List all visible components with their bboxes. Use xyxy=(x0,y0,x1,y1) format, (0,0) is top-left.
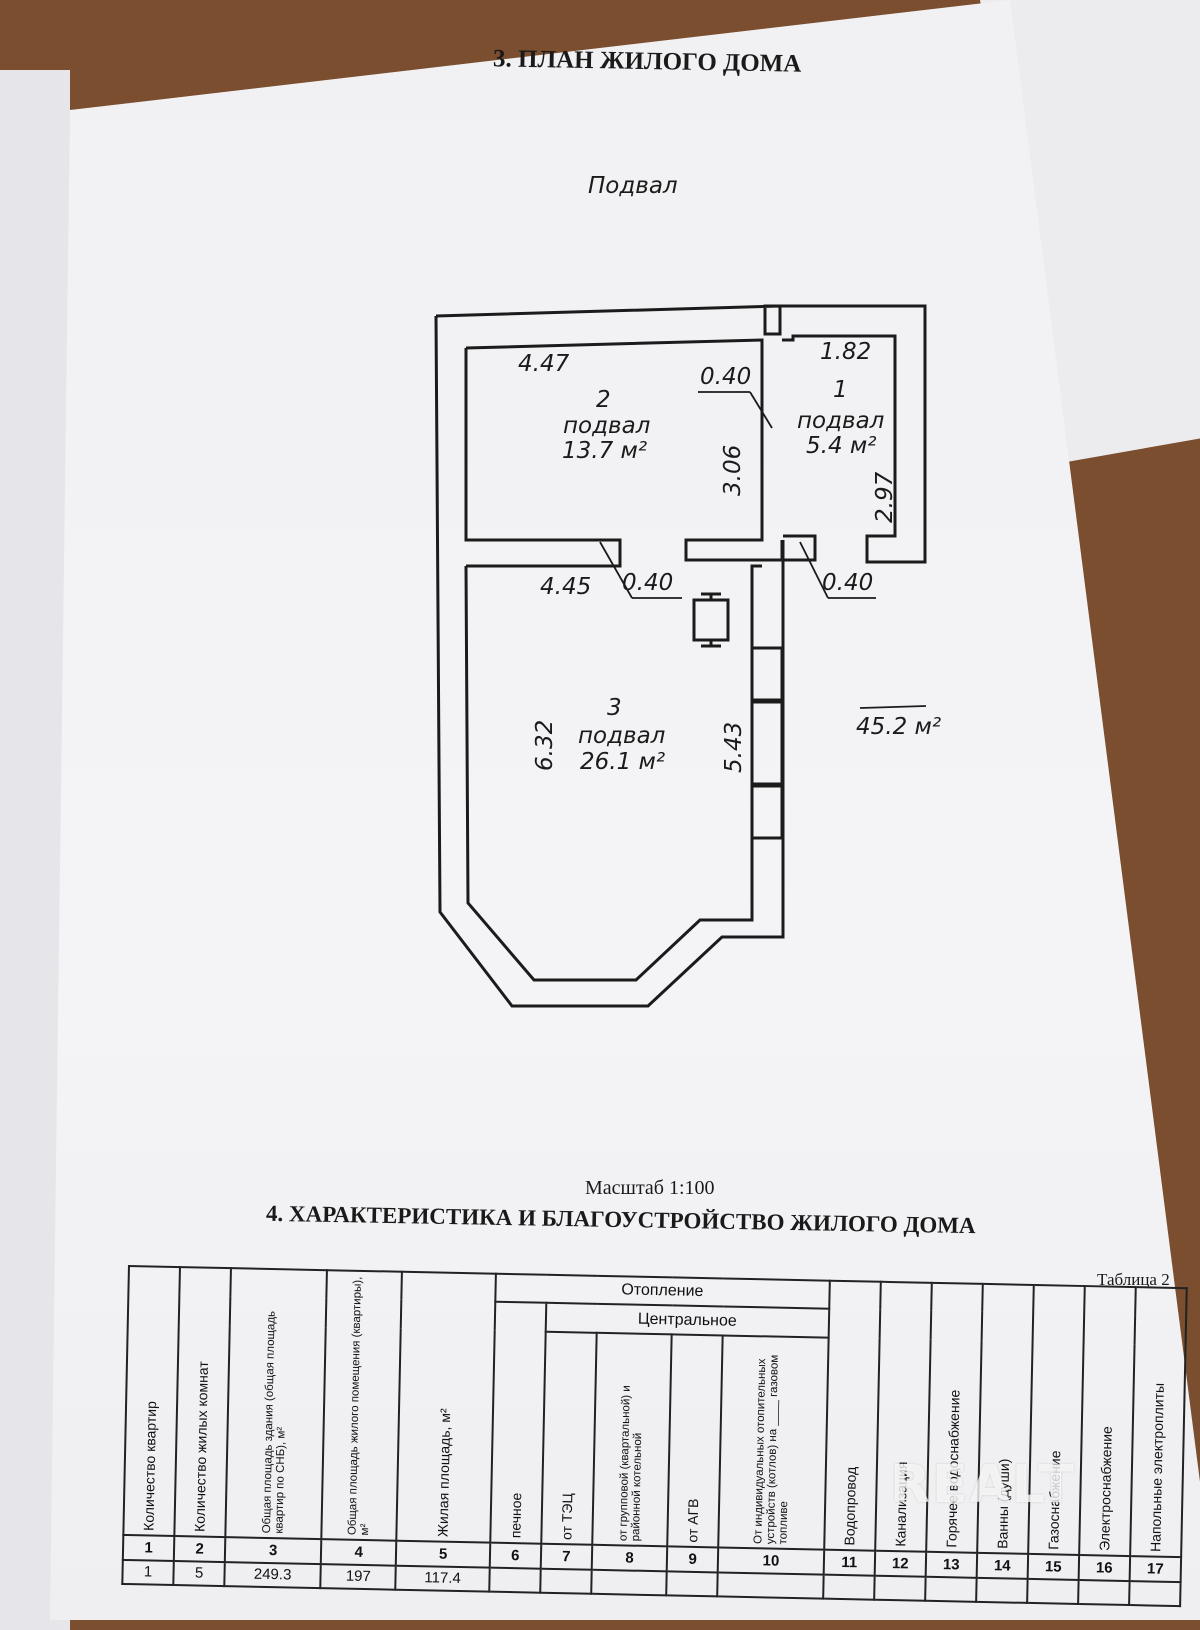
dim-room2-depth: 3.06 xyxy=(720,445,746,496)
outer-wall-left xyxy=(434,315,785,1008)
col-number: 4 xyxy=(320,1539,397,1566)
cell-value xyxy=(666,1571,718,1597)
cell-value xyxy=(1129,1580,1181,1607)
scale-label: Масштаб 1:100 xyxy=(585,1177,715,1199)
cell-value: 1 xyxy=(122,1559,174,1586)
cell-value xyxy=(540,1568,592,1594)
document-page xyxy=(50,0,1200,1620)
col-header: Общая площадь здания (общая площадь квар… xyxy=(225,1268,328,1540)
cell-value: 249.3 xyxy=(224,1561,321,1589)
dim-room3-left: 6.32 xyxy=(532,720,558,771)
col-header: Количество квартир xyxy=(123,1266,180,1537)
room1-partition xyxy=(780,534,817,562)
dim-room3-width: 4.45 xyxy=(540,574,591,600)
cell-value xyxy=(489,1567,541,1593)
characteristics-table: Количество квартир Количество жилых комн… xyxy=(121,1265,1187,1607)
dim-room1-width: 1.82 xyxy=(820,339,871,365)
dim-room1-depth: 2.97 xyxy=(872,471,898,523)
room2-walls-b xyxy=(464,348,622,568)
col-number: 14 xyxy=(976,1553,1029,1579)
cell-value xyxy=(822,1574,875,1600)
col-header: Общая площадь жилого помещения (квартиры… xyxy=(321,1270,403,1542)
col-number: 3 xyxy=(224,1537,322,1564)
room3-number: 3 xyxy=(607,695,622,721)
cell-value xyxy=(591,1569,667,1596)
cell-value: 5 xyxy=(173,1560,225,1587)
cell-value: 117.4 xyxy=(395,1565,490,1592)
col-number: 13 xyxy=(925,1552,978,1578)
col-header: от ТЭЦ xyxy=(541,1331,597,1546)
dim-room3-right: 5.43 xyxy=(721,722,747,773)
total-area: 45.2 м² xyxy=(856,714,941,740)
room2-name: подвал xyxy=(563,413,651,439)
dim-room2-width: 4.47 xyxy=(518,351,570,377)
cell-value xyxy=(976,1577,1028,1603)
room3-walls xyxy=(464,564,762,982)
cell-value xyxy=(925,1576,977,1602)
col-number: 10 xyxy=(717,1547,825,1575)
room2-number: 2 xyxy=(596,387,611,413)
window-2 xyxy=(750,700,784,786)
window-1 xyxy=(750,646,784,702)
col-header: Электроснабжение xyxy=(1079,1286,1136,1557)
col-number: 12 xyxy=(874,1551,927,1577)
room1-name: подвал xyxy=(797,408,885,434)
floor-plan: Подвал 4.47 1.82 0.40 2 подвал 13.7 м² 1… xyxy=(434,173,941,1008)
col-header: Водопровод xyxy=(824,1280,881,1552)
col-header: от АГВ xyxy=(667,1334,723,1548)
cell-value xyxy=(873,1575,926,1601)
boiler-symbol xyxy=(692,598,730,642)
outer-wall xyxy=(435,304,927,564)
floor-label: Подвал xyxy=(588,173,678,199)
room1-area: 5.4 м² xyxy=(806,433,876,459)
cell-value xyxy=(1078,1579,1130,1606)
dim-wall-top: 0.40 xyxy=(700,364,751,390)
room3-name: подвал xyxy=(578,723,666,749)
cell-value: 197 xyxy=(320,1563,397,1590)
col-number: 9 xyxy=(666,1546,719,1573)
col-number: 2 xyxy=(173,1536,226,1562)
col-number: 16 xyxy=(1078,1555,1131,1581)
col-number: 1 xyxy=(122,1535,175,1561)
watermark-logo: REALT xyxy=(890,1455,1076,1515)
col-header: Количество жилых комнат xyxy=(174,1267,231,1538)
col-header: От индивидуальных отопительных устройств… xyxy=(718,1335,829,1550)
table-label: Таблица 2 xyxy=(1097,1270,1170,1289)
dim-wall-left: 0.40 xyxy=(622,570,673,596)
col-number: 11 xyxy=(823,1549,876,1576)
room2-area: 13.7 м² xyxy=(562,438,647,464)
room1-number: 1 xyxy=(833,377,848,403)
window-3 xyxy=(750,784,784,840)
col-number: 6 xyxy=(489,1543,542,1569)
col-header: от групповой (квартальной) и районной ко… xyxy=(592,1332,672,1547)
col-number: 7 xyxy=(540,1544,593,1570)
room2-walls xyxy=(465,338,783,562)
characteristics-table-wrap: Количество квартир Количество жилых комн… xyxy=(121,1265,1200,1622)
col-number: 15 xyxy=(1027,1554,1080,1580)
col-number: 8 xyxy=(591,1545,668,1572)
cell-value xyxy=(717,1572,824,1599)
col-header: Жилая площадь, м² xyxy=(396,1271,496,1544)
dim-wall-right: 0.40 xyxy=(822,570,873,596)
room3-area: 26.1 м² xyxy=(580,749,665,775)
col-number: 5 xyxy=(396,1541,491,1568)
col-number: 17 xyxy=(1129,1556,1182,1582)
col-header: печное xyxy=(490,1302,547,1545)
cell-value xyxy=(1027,1578,1079,1604)
col-header: Напольные электроплиты xyxy=(1130,1287,1187,1558)
